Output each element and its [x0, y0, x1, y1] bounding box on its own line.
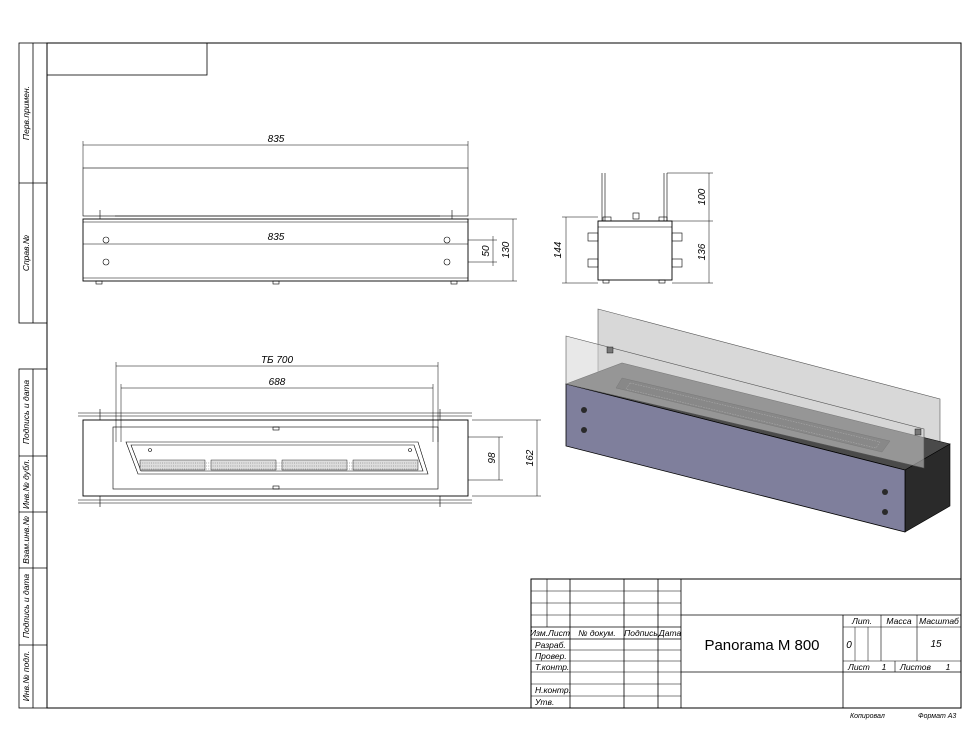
- title-block-text: Изм. Лист № докум. Подпись Дата Разраб. …: [530, 616, 960, 707]
- tb-role-razrab: Разраб.: [535, 640, 566, 650]
- dim-body-height: 130: [501, 241, 512, 258]
- tb-header-izm: Изм.: [530, 628, 548, 638]
- dim-side-body-height: 136: [697, 243, 708, 260]
- iso-front-panel: [565, 383, 906, 533]
- tb-mass-label: Масса: [886, 616, 911, 626]
- tb-sheets-label: Листов: [899, 662, 932, 672]
- tb-role-utv: Утв.: [534, 697, 554, 707]
- tb-role-tkontr: Т.контр.: [535, 662, 569, 672]
- dim-inner-depth: 98: [487, 452, 498, 464]
- dim-body-width: 835: [268, 232, 285, 243]
- tb-header-podpis: Подпись: [624, 628, 658, 638]
- side-view: [587, 173, 683, 284]
- stamp-inv-podl: Инв.№ подл.: [21, 651, 31, 701]
- stamp-sprav-no: Справ.№: [21, 235, 31, 271]
- tb-lit-label: Лит.: [851, 616, 872, 626]
- stamp-vzam-inv: Взам.инв.№: [21, 516, 31, 564]
- stamp-podpis-data-1: Подпись и дата: [21, 380, 31, 445]
- dim-burner-length: ТБ 700: [261, 355, 294, 366]
- tb-header-list: Лист: [547, 628, 570, 638]
- tb-header-data: Дата: [658, 628, 682, 638]
- tb-scale-label: Масштаб: [919, 616, 960, 626]
- dim-glass-height: 100: [697, 188, 708, 205]
- dim-hole-spacing: 50: [481, 245, 492, 257]
- side-view-dimensions: 144 100 136: [553, 172, 713, 284]
- iso-front-glass: [565, 335, 925, 469]
- sheet-footer: Копировал Формат А3: [850, 713, 956, 720]
- top-view: [78, 409, 472, 507]
- stamp-perv-primen: Перв.примен.: [21, 86, 31, 140]
- tb-sheets-value: 1: [946, 662, 951, 672]
- sheet-frame: [18, 42, 962, 709]
- tb-lit-value: 0: [846, 640, 852, 651]
- dim-overall-width: 835: [268, 134, 285, 145]
- footer-copied: Копировал: [850, 713, 885, 720]
- tb-sheet-value: 1: [882, 662, 887, 672]
- top-view-dimensions: ТБ 700 688 98 162: [115, 355, 541, 497]
- stamp-podpis-data-2: Подпись и дата: [21, 574, 31, 639]
- side-stamp-labels: Перв.примен. Справ.№ Подпись и дата Инв.…: [21, 86, 31, 701]
- title-block: [530, 578, 962, 709]
- tb-scale-value: 15: [930, 639, 942, 650]
- dim-slot-length: 688: [269, 377, 286, 388]
- tb-role-prover: Провер.: [535, 651, 567, 661]
- tb-role-nkontr: Н.контр.: [535, 685, 571, 695]
- dim-side-overall-height: 144: [553, 241, 564, 258]
- tb-header-dokum: № докум.: [578, 628, 615, 638]
- tb-product-name: Panorama M 800: [704, 637, 819, 654]
- tb-sheet-label: Лист: [847, 662, 870, 672]
- isometric-view: [564, 308, 951, 533]
- front-view-dimensions: 835 835 50 130: [82, 134, 517, 282]
- footer-format: Формат А3: [918, 713, 956, 720]
- stamp-inv-dubl: Инв.№ дубл.: [21, 459, 31, 509]
- front-view: [82, 167, 469, 285]
- dim-overall-depth: 162: [525, 449, 536, 466]
